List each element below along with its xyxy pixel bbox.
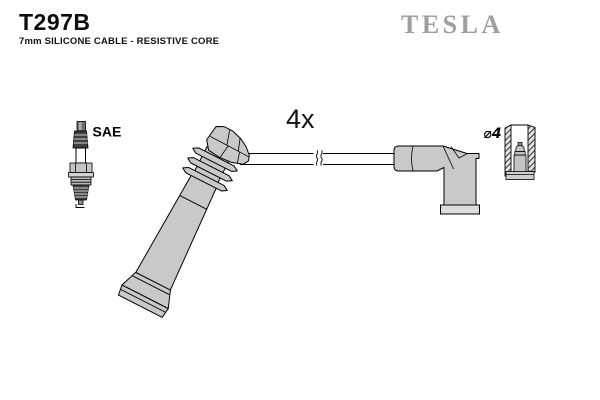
spark-plug-icon xyxy=(68,121,94,208)
terminal-cross-section-icon xyxy=(504,124,536,180)
elbow-boot-icon xyxy=(393,145,480,215)
sae-label: SAE xyxy=(93,124,122,140)
brand-logo: TESLA xyxy=(401,10,504,39)
cable-spec-subtitle: 7mm SILICONE CABLE - RESISTIVE CORE xyxy=(19,36,220,47)
cable-icon xyxy=(240,150,395,167)
terminal-diameter-label: ⌀4 xyxy=(484,126,502,142)
part-number: T297B xyxy=(19,9,91,35)
coil-boot-icon xyxy=(118,126,250,318)
quantity-label: 4x xyxy=(286,104,315,134)
